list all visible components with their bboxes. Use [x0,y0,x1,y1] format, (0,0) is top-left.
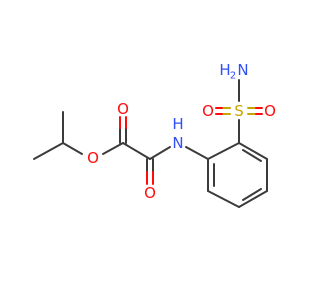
atom-h-amide: H [172,115,183,133]
bond-o-to-carbonyl-left [102,142,124,155]
atom-n-amide: N [172,134,183,152]
atom-sub2-sulfonamide: 2 [230,71,236,82]
ring-inner-2 [242,188,262,201]
atom-h-sulfonamide: H [219,61,230,79]
bond-isopropyl-to-o [62,142,83,155]
bond-carbonyl-to-n [149,146,171,160]
bond-isopropyl-left [33,142,64,160]
atom-n-sulfonamide: N [237,61,248,79]
atom-o-carbonyl-top: O [117,100,129,118]
ring-bond-5 [207,190,240,208]
bond-carbonyl-carbonyl [122,142,151,160]
ring-bond-2 [238,142,268,160]
bond-n-to-ring [185,146,209,160]
atom-o-carbonyl-bottom: O [144,184,156,202]
structure-diagram: O O O H N S O O H 2 N [33,61,276,208]
atom-o-sulfonyl-left: O [202,102,214,120]
molecule-canvas: O O O H N S O O H 2 N [33,61,276,208]
ring-inner-1 [242,149,262,162]
ring-bond-1 [207,142,240,160]
atom-o-ester: O [87,149,99,167]
ring-bond-4 [238,190,268,208]
atom-s-sulfonyl: S [234,102,244,120]
atom-o-sulfonyl-right: O [264,102,276,120]
